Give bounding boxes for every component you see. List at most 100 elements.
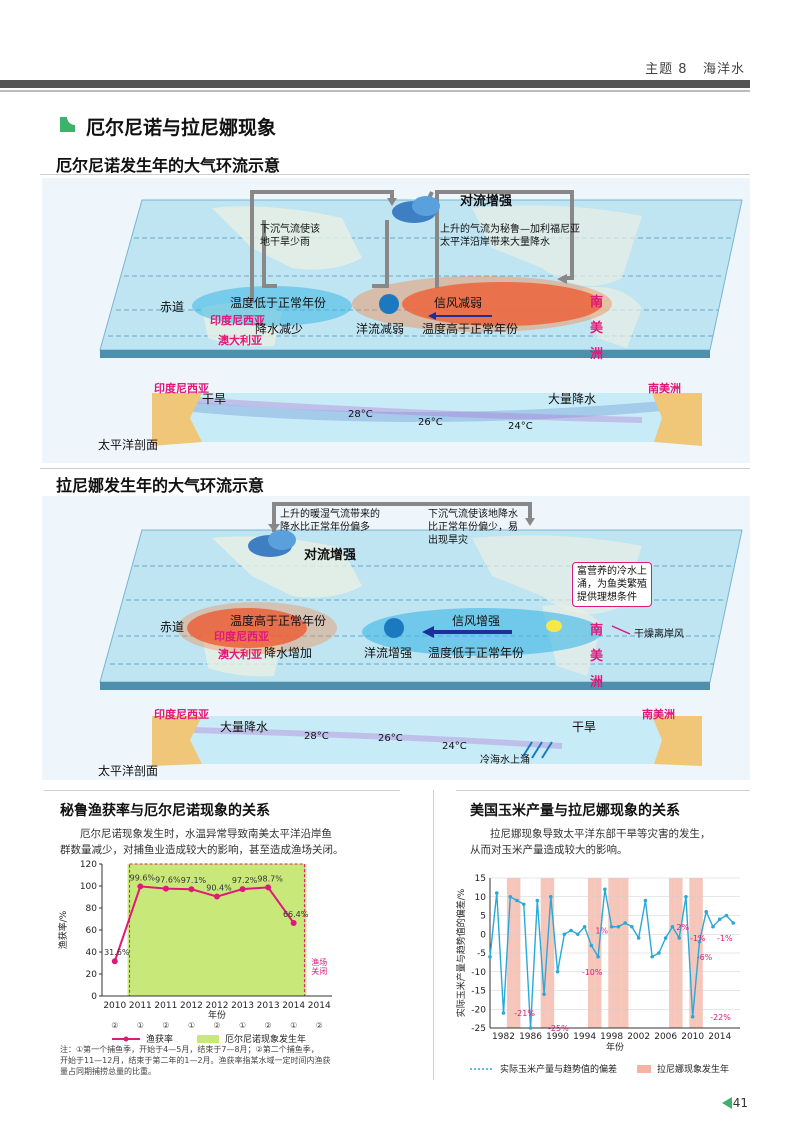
corn-point [589,943,594,948]
elnino-rain-less-label: 降水减少 [255,322,304,336]
corn-point [697,939,702,944]
elnino-desc-right: 上升的气流为秘鲁—加利福尼亚 太平洋沿岸带来大量降水 [440,223,580,249]
elnino-convection-label: 对流增强 [460,194,513,209]
peru-season-label: ① [290,1021,297,1028]
figure-rule [40,174,750,175]
peru-season-label: ② [162,1021,169,1028]
elnino-drought-label: 干旱 [202,392,227,406]
peru-point [188,886,195,893]
elnino-temp-high-label: 温度高于正常年份 [422,322,519,336]
peru-x-tick-label: 2011 [154,1001,177,1011]
corn-point [488,954,492,959]
corn-point [569,928,573,933]
lanina-indonesia-label: 印度尼西亚 [214,630,269,643]
peru-point [214,893,220,900]
peru-y-tick-label: 20 [86,970,98,980]
lanina-desc-left-line: 降水比正常年份偏多 [280,522,370,533]
peru-chart: 0204060801001202010②2011①2011②2012①2012②… [57,860,332,1028]
elnino-desc-left-line: 地干旱少雨 [260,237,310,248]
corn-annotation: 2% [676,923,689,932]
peru-chart-desc: 厄尔尼诺现象发生时，水温异常导致南美太平洋沿岸鱼 群数量减少，对捕鱼业造成较大的… [60,826,420,858]
peru-series-line [113,885,295,962]
peru-desc-line: 群数量减少，对捕鱼业造成较大的影响，甚至造成渔场关闭。 [60,844,344,856]
corn-point [690,1014,695,1019]
corn-point [670,924,675,929]
corn-point [609,924,614,929]
lanina-drought-label: 干旱 [572,720,597,734]
corn-x-tick-label: 1982 [492,1032,515,1042]
elnino-profile-label: 太平洋剖面 [98,438,159,452]
corn-point [549,894,553,899]
lanina-t26: 26°C [378,733,403,744]
corn-legend: 实际玉米产量与趋势值的偏差 拉尼娜现象发生年 [470,1062,729,1075]
sa-char: 洲 [590,675,604,690]
lanina-nutrient-line: 富营养的冷水上 [577,566,647,577]
figure-rule [44,790,400,791]
header-bar [0,80,750,88]
elnino-desc-left-line: 下沉气流使该 [260,224,320,235]
corn-annotation: -21% [514,1009,535,1018]
corn-x-tick-label: 2014 [708,1032,731,1042]
corn-legend-area-label: 拉尼娜现象发生年 [657,1065,730,1075]
corn-y-tick-label: 10 [475,893,487,903]
figure-rule [456,790,750,791]
peru-data-label: 97.2% [232,876,258,885]
corn-x-tick-label: 2010 [681,1032,704,1042]
sa-char: 美 [590,649,604,664]
lanina-current-strong-label: 洋流增强 [364,646,413,660]
lanina-desc-right-line: 出现旱灾 [428,535,468,546]
topic-subject: 海洋水 [702,62,745,77]
lanina-t28: 28°C [304,731,329,742]
corn-annotation: -10% [582,968,603,977]
elnino-wind-weak-label: 信风减弱 [434,296,483,310]
peru-season-label: ② [265,1021,272,1028]
column-divider [433,790,434,1080]
corn-annotation: -1% [690,934,706,943]
lanina-desc-right: 下沉气流使该地降水 比正常年份偏少，易 出现旱灾 [428,508,518,547]
corn-annotation: 1% [595,927,608,936]
peru-legend-line-label: 渔获率 [146,1035,174,1045]
peru-y-tick-label: 60 [86,926,98,936]
peru-point [162,885,169,892]
peru-legend-area-swatch [197,1034,220,1043]
lanina-diagram: 上升的暖湿气流带来的 降水比正常年份偏多 下沉气流使该地降水 比正常年份偏少，易… [42,496,750,780]
peru-legend: 渔获率 厄尔尼诺现象发生年 [112,1032,306,1045]
peru-note-line: 注：①第一个捕鱼季，开始于4—5月，结束于7—8月；②第二个捕鱼季， [60,1045,319,1054]
peru-legend-line-swatch [112,1036,140,1041]
peru-chart-title: 秘鲁渔获率与厄尔尼诺现象的关系 [60,803,270,819]
lanina-section-left-label: 印度尼西亚 [154,708,209,721]
peru-y-tick-label: 40 [86,948,98,958]
corn-y-tick-label: 0 [480,930,486,940]
peru-data-label: 99.6% [130,873,156,882]
corn-x-tick-label: 1998 [600,1032,623,1042]
elnino-indonesia-label: 印度尼西亚 [210,314,265,327]
corn-point [603,887,607,892]
corn-point [677,936,681,940]
elnino-south-america-label: 南 美 洲 [590,290,604,368]
peru-y-axis-title: 渔获率/% [57,910,69,949]
corn-point [535,898,540,903]
elnino-t24: 24°C [508,421,533,432]
running-header: 主题 8 海洋水 [645,58,745,77]
elnino-equator-label: 赤道 [160,300,185,314]
corn-point [616,924,621,929]
corn-point [494,891,499,895]
corn-point [717,917,722,922]
corn-point [711,924,715,929]
peru-chart-note: 注：①第一个捕鱼季，开始于4—5月，结束于7—8月；②第二个捕鱼季， 开始于11… [60,1044,430,1077]
corn-point [521,902,526,907]
peru-legend-area-label: 厄尔尼诺现象发生年 [225,1035,307,1045]
corn-point [542,992,546,997]
peru-season-label: ① [137,1021,144,1028]
lanina-desc-left: 上升的暖湿气流带来的 降水比正常年份偏多 [280,508,380,534]
lanina-upwelling-label: 冷海水上涌 [480,755,530,766]
corn-point [515,898,519,903]
peru-data-label: 90.4% [206,884,232,893]
corn-y-axis-title: 实际玉米产量与趋势值的偏差/% [455,888,467,1017]
peru-x-tick-label: 2014 [282,1001,305,1011]
peru-x-tick-label: 2012 [180,1001,203,1011]
figure-rule [40,468,750,469]
lanina-nutrient-line: 提供理想条件 [577,592,637,603]
peru-point [239,886,246,893]
page-arrow-icon [722,1097,732,1109]
